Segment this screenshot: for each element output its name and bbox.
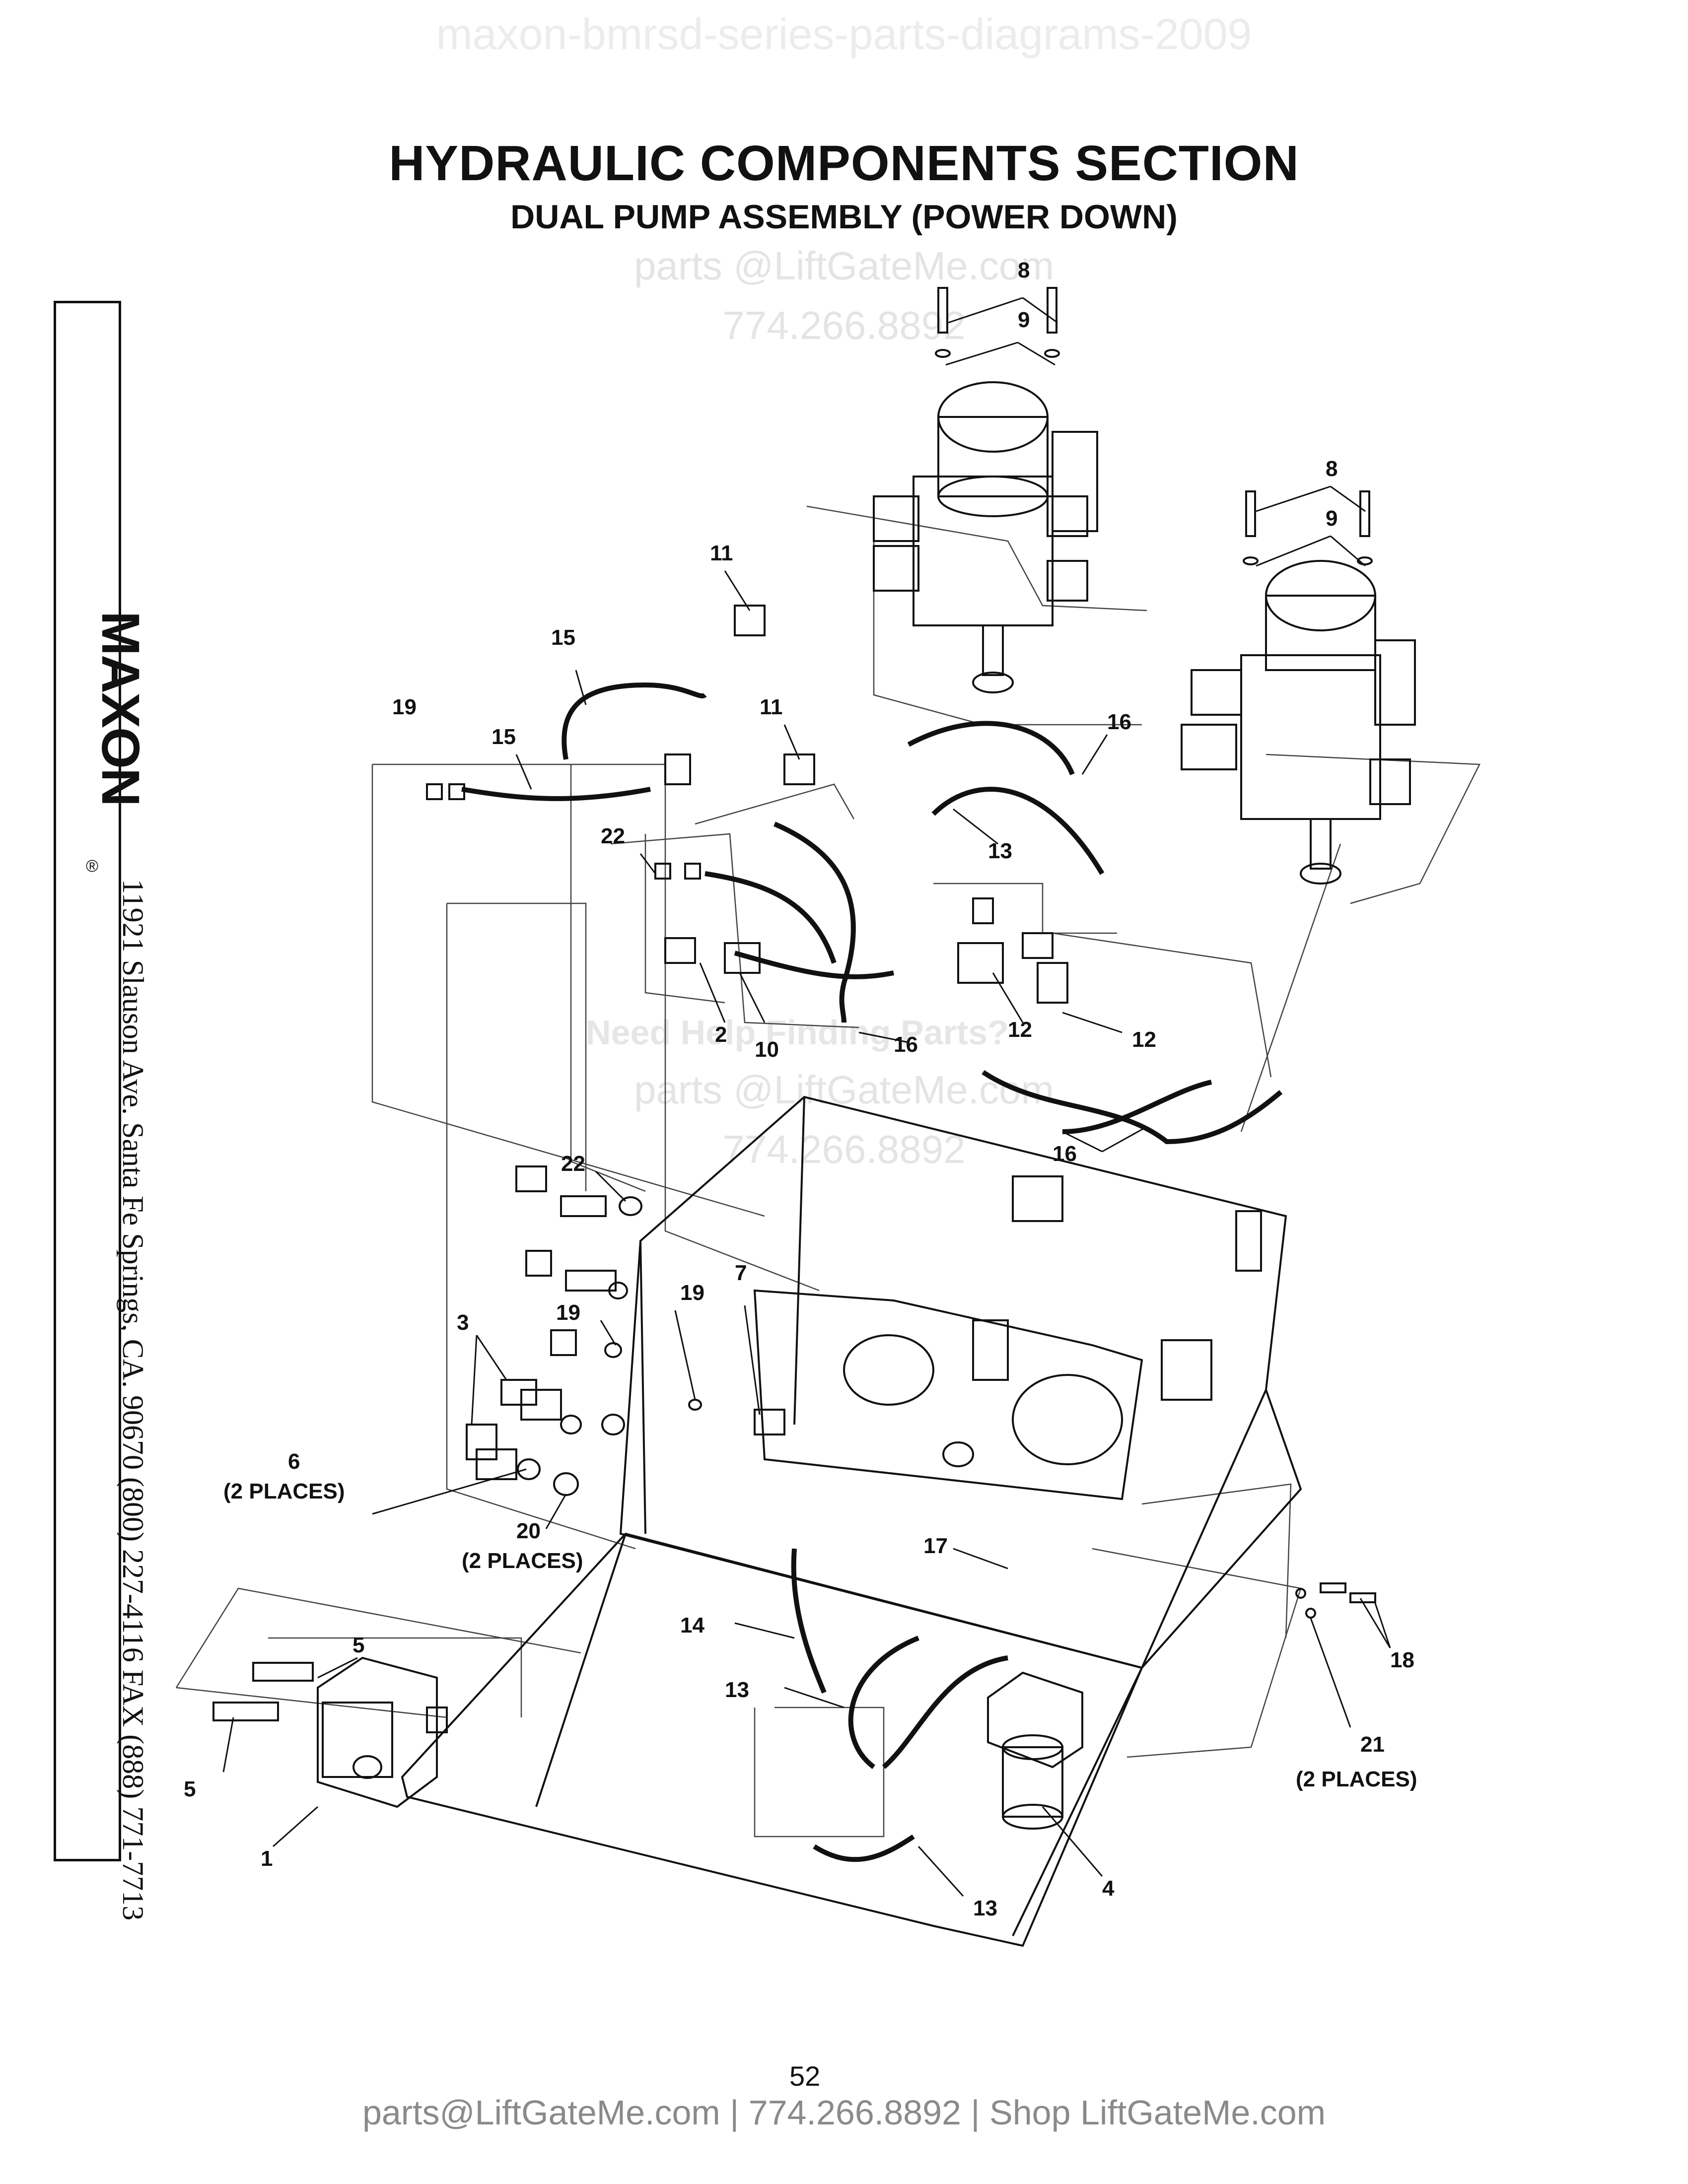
callout-2: 2 bbox=[715, 1023, 727, 1047]
callout-18: 18 bbox=[1390, 1648, 1414, 1672]
hoses bbox=[461, 682, 1283, 1862]
callout-9-lower: 9 bbox=[1326, 506, 1338, 531]
fittings bbox=[426, 605, 1068, 1496]
callout-10: 10 bbox=[755, 1037, 779, 1062]
watermark-title: maxon-bmrsd-series-parts-diagrams-2009 bbox=[436, 9, 1252, 59]
watermark-help: Need Help Finding Parts? bbox=[586, 1013, 1009, 1052]
callout-11-lower: 11 bbox=[760, 695, 783, 719]
callout-12-left: 12 bbox=[1008, 1018, 1032, 1042]
callout-12-right: 12 bbox=[1132, 1027, 1156, 1052]
callout-19-upper: 19 bbox=[392, 695, 417, 719]
callout-16-upper: 16 bbox=[1107, 710, 1131, 734]
callout-21-places: (2 PLACES) bbox=[1296, 1767, 1417, 1791]
callout-9-upper: 9 bbox=[1018, 308, 1030, 332]
leader-arrows bbox=[222, 297, 1391, 1897]
company-sidebar: MAXON ® 11921 Slauson Ave. Santa Fe Spri… bbox=[54, 301, 151, 1920]
page-title: HYDRAULIC COMPONENTS SECTION bbox=[389, 136, 1299, 191]
callout-13-lower: 13 bbox=[973, 1896, 997, 1920]
callout-1: 1 bbox=[261, 1846, 273, 1871]
callout-19-left: 19 bbox=[556, 1300, 580, 1325]
callout-8-upper: 8 bbox=[1018, 258, 1030, 282]
callout-15-upper: 15 bbox=[551, 625, 575, 650]
reservoir-frame bbox=[401, 1095, 1302, 1947]
callout-16-mid: 16 bbox=[894, 1032, 918, 1057]
pump-motor-upper bbox=[873, 287, 1098, 693]
watermark-email-top: parts @LiftGateMe.com bbox=[634, 244, 1054, 288]
callout-11-upper: 11 bbox=[710, 541, 733, 565]
callout-4: 4 bbox=[1102, 1876, 1115, 1901]
callout-22-lower: 22 bbox=[561, 1152, 585, 1176]
callout-13-upper: 13 bbox=[988, 839, 1012, 863]
bolts-18-21 bbox=[1295, 1582, 1376, 1619]
callout-20: 20 bbox=[516, 1519, 541, 1543]
callout-16-lower: 16 bbox=[1053, 1142, 1077, 1166]
callout-6: 6 bbox=[288, 1449, 300, 1474]
pump-motor-lower bbox=[1181, 490, 1416, 885]
page-subtitle: DUAL PUMP ASSEMBLY (POWER DOWN) bbox=[510, 198, 1178, 236]
callout-21: 21 bbox=[1360, 1732, 1385, 1757]
registered-mark: ® bbox=[86, 857, 99, 876]
footer-contact: parts@LiftGateMe.com | 774.266.8892 | Sh… bbox=[362, 2093, 1326, 2132]
callout-6-places: (2 PLACES) bbox=[223, 1479, 345, 1503]
watermark-phone-mid: 774.266.8892 bbox=[722, 1127, 966, 1171]
callout-5-lower: 5 bbox=[184, 1777, 196, 1801]
guide-lines bbox=[175, 505, 1480, 1838]
callout-13-mid: 13 bbox=[725, 1678, 749, 1702]
callout-15-lower: 15 bbox=[492, 725, 516, 749]
callout-8-lower: 8 bbox=[1326, 457, 1338, 481]
pump-block-1 bbox=[212, 1656, 448, 1808]
filter-4 bbox=[987, 1671, 1083, 1830]
callout-22-upper: 22 bbox=[601, 824, 625, 848]
callout-19-right: 19 bbox=[680, 1281, 704, 1305]
callout-17: 17 bbox=[923, 1534, 948, 1558]
page-number: 52 bbox=[789, 2060, 821, 2092]
callout-7: 7 bbox=[735, 1261, 747, 1285]
callout-5-upper: 5 bbox=[352, 1633, 365, 1657]
callout-20-places: (2 PLACES) bbox=[462, 1549, 583, 1573]
watermark-phone-top: 774.266.8892 bbox=[722, 303, 966, 347]
callout-3: 3 bbox=[457, 1310, 469, 1335]
callout-14: 14 bbox=[680, 1613, 704, 1638]
